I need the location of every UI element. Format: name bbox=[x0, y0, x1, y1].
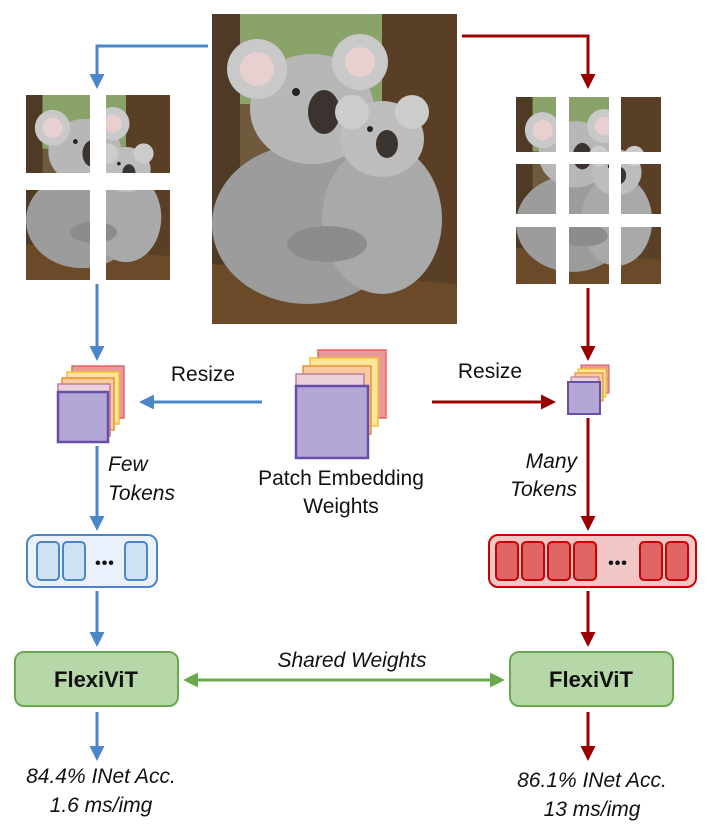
right-result-line2: 13 ms/img bbox=[544, 798, 641, 821]
token bbox=[495, 541, 519, 581]
token bbox=[639, 541, 663, 581]
koala-image bbox=[212, 14, 457, 324]
token bbox=[547, 541, 571, 581]
right-patch-grid bbox=[516, 97, 661, 284]
left-token-ellipsis: ••• bbox=[95, 555, 115, 572]
right-tokens-line2: Tokens bbox=[510, 478, 577, 501]
token bbox=[573, 541, 597, 581]
token bbox=[665, 541, 689, 581]
left-patch-grid bbox=[26, 95, 170, 280]
token bbox=[124, 541, 148, 581]
right-embedding-stack bbox=[567, 364, 610, 415]
right-model-label: FlexiViT bbox=[549, 667, 634, 692]
left-model-label: FlexiViT bbox=[54, 667, 139, 692]
right-tokens-line1: Many bbox=[526, 450, 579, 473]
center-label-line1: Patch Embedding bbox=[258, 467, 424, 490]
arrow-image-to-right bbox=[462, 34, 596, 89]
center-embedding-stack bbox=[294, 349, 387, 460]
left-tokens-line2: Tokens bbox=[108, 482, 175, 505]
left-token-bar bbox=[26, 534, 158, 588]
resize-label-right: Resize bbox=[458, 360, 522, 383]
resize-label-left: Resize bbox=[171, 363, 235, 386]
right-token-ellipsis: ••• bbox=[608, 555, 628, 572]
left-result-line1: 84.4% INet Acc. bbox=[26, 765, 176, 788]
right-token-bar bbox=[488, 534, 697, 588]
token bbox=[521, 541, 545, 581]
center-label-line2: Weights bbox=[303, 495, 378, 518]
left-result-line2: 1.6 ms/img bbox=[50, 794, 153, 817]
left-embedding-stack bbox=[56, 365, 125, 444]
left-model-box bbox=[14, 651, 179, 707]
left-tokens-line1: Few bbox=[108, 453, 150, 476]
arrow-image-to-left bbox=[89, 44, 208, 89]
token bbox=[62, 541, 86, 581]
token bbox=[36, 541, 60, 581]
right-model-box bbox=[509, 651, 674, 707]
shared-weights-label: Shared Weights bbox=[277, 649, 427, 672]
right-result-line1: 86.1% INet Acc. bbox=[517, 769, 667, 792]
